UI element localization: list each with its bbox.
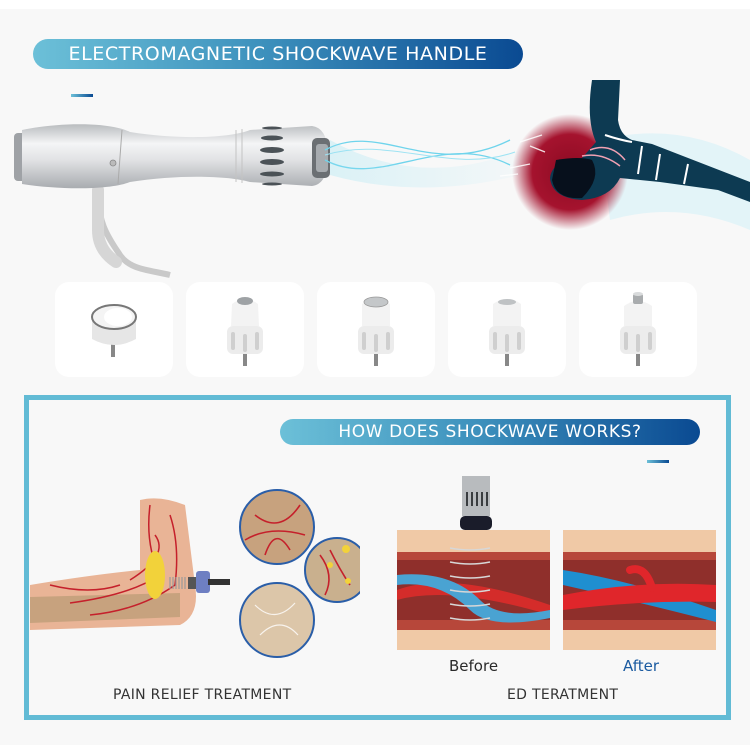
tip-card-flat-large[interactable] <box>317 282 435 377</box>
pain-relief-illustration <box>30 485 370 670</box>
how-it-works-frame <box>24 395 731 720</box>
flat-large-tip-icon <box>358 296 394 366</box>
top-strip <box>0 0 750 9</box>
flat-medium-tip-icon <box>489 298 525 366</box>
tip-card-focused[interactable] <box>186 282 304 377</box>
pin-tip-icon <box>620 291 656 366</box>
tip-card-pin[interactable] <box>579 282 697 377</box>
section-title-how-it-works-text: HOW DOES SHOCKWAVE WORKS? <box>338 422 642 442</box>
focused-tip-icon <box>227 296 263 366</box>
tip-card-flat-medium[interactable] <box>448 282 566 377</box>
accent-dash <box>71 94 93 97</box>
section-title-handle-text: ELECTROMAGNETIC SHOCKWAVE HANDLE <box>68 43 488 65</box>
tips-row <box>55 282 697 377</box>
after-label: After <box>623 657 660 675</box>
ed-treatment-caption: ED TERATMENT <box>507 687 619 703</box>
before-label: Before <box>449 657 499 675</box>
ring-tip-icon <box>91 303 137 357</box>
section-title-handle: ELECTROMAGNETIC SHOCKWAVE HANDLE <box>33 39 523 69</box>
section-title-how-it-works: HOW DOES SHOCKWAVE WORKS? <box>280 419 700 445</box>
tip-card-ring[interactable] <box>55 282 173 377</box>
accent-dash <box>647 460 669 463</box>
ed-treatment-illustration <box>390 470 720 650</box>
shockwave-handle-image <box>0 100 380 280</box>
pain-relief-caption: PAIN RELIEF TREATMENT <box>113 687 292 703</box>
shockwave-foot-illustration <box>320 80 750 260</box>
